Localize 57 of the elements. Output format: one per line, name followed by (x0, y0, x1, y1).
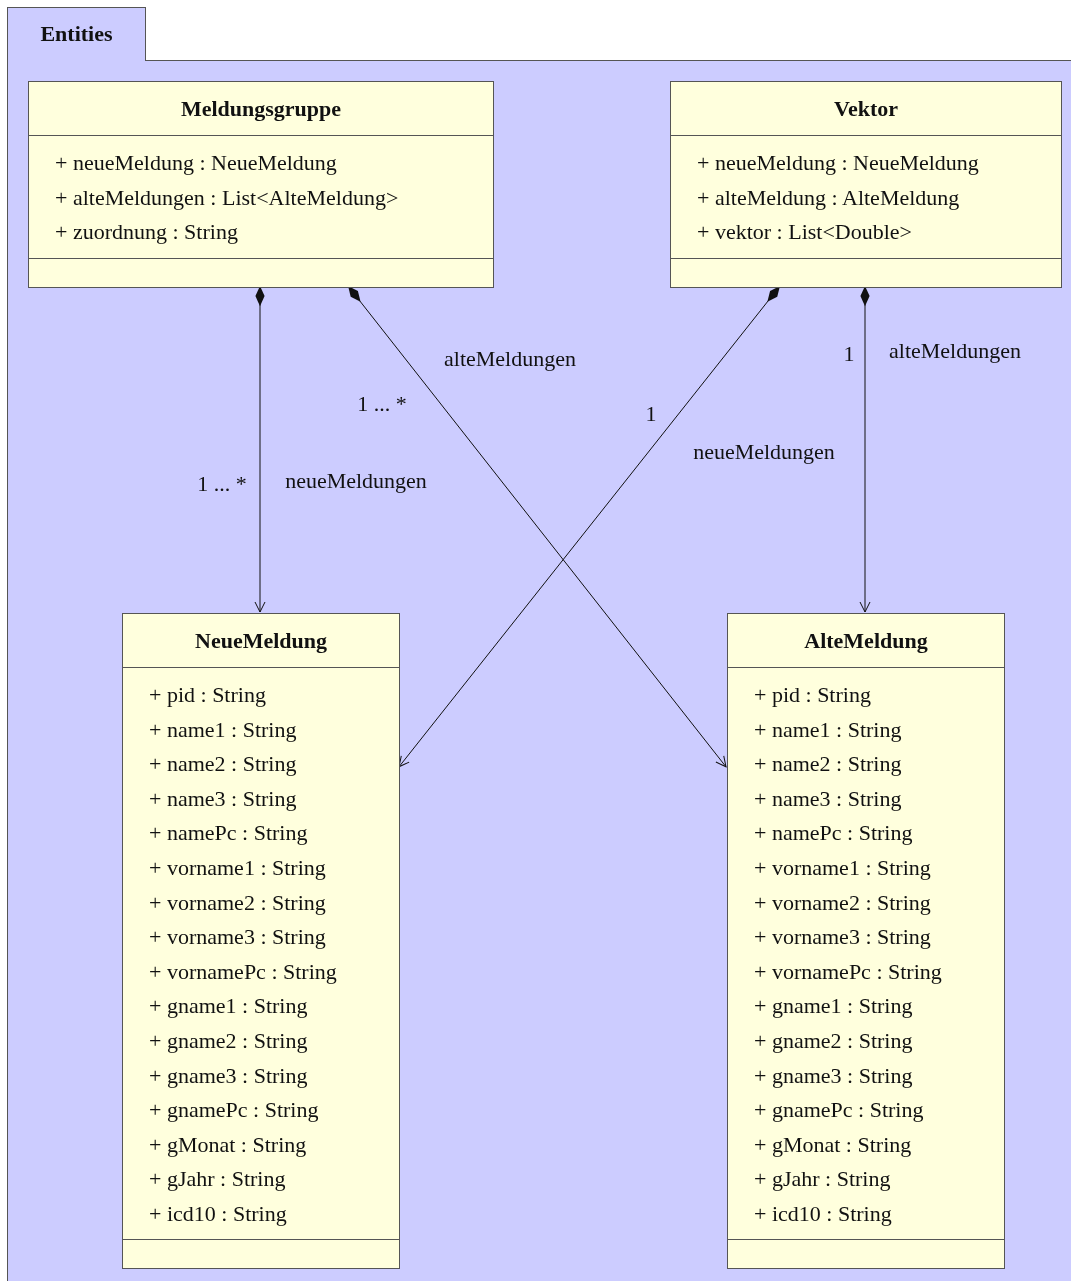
attribute-text: + name2 : String (754, 750, 903, 779)
attribute-text: + vorname3 : String (149, 923, 327, 952)
role-label: alteMeldungen (444, 346, 576, 372)
class-name: NeueMeldung (194, 627, 328, 655)
attribute-text: + name1 : String (149, 715, 298, 744)
attribute-text: + gMonat : String (754, 1130, 913, 1159)
attribute-text: + vektor : List<Double> (697, 218, 914, 247)
attribute-text: + gname3 : String (149, 1061, 309, 1090)
class-name: Vektor (833, 95, 899, 123)
attribute-text: + gMonat : String (149, 1130, 308, 1159)
attribute-text: + vornamePc : String (149, 957, 338, 986)
attribute-text: + namePc : String (754, 819, 914, 848)
class-box (28, 81, 494, 288)
attribute-text: + name1 : String (754, 715, 903, 744)
attribute-text: + vornamePc : String (754, 957, 943, 986)
attribute-text: + gJahr : String (754, 1165, 892, 1194)
attribute-text: + vorname2 : String (149, 888, 327, 917)
attribute-text: + gname2 : String (149, 1026, 309, 1055)
package-name: Entities (7, 7, 146, 61)
attribute-text: + gJahr : String (149, 1165, 287, 1194)
attribute-text: + alteMeldung : AlteMeldung (697, 183, 961, 212)
attribute-text: + icd10 : String (754, 1199, 893, 1228)
role-label: alteMeldungen (889, 338, 1021, 364)
attribute-text: + neueMeldung : NeueMeldung (697, 149, 980, 177)
class-name: AlteMeldung (803, 627, 929, 655)
attribute-text: + gnamePc : String (149, 1096, 320, 1125)
attribute-text: + gname1 : String (149, 992, 309, 1021)
class-name: Meldungsgruppe (179, 95, 343, 123)
role-label: neueMeldungen (285, 468, 427, 494)
composition-arrow (347, 285, 727, 768)
attribute-text: + gnamePc : String (754, 1096, 925, 1125)
attribute-text: + namePc : String (149, 819, 309, 848)
multiplicity-label: 1 ... * (197, 471, 247, 497)
attribute-text: + neueMeldung : NeueMeldung (55, 149, 338, 177)
attribute-text: + vorname1 : String (149, 853, 327, 882)
multiplicity-label: 1 (645, 401, 657, 427)
attribute-text: + gname1 : String (754, 992, 914, 1021)
multiplicity-label: 1 (843, 341, 855, 367)
composition-arrow (254, 285, 266, 613)
attribute-text: + alteMeldungen : List<AlteMeldung> (55, 183, 400, 212)
role-label: neueMeldungen (693, 439, 835, 465)
attribute-text: + icd10 : String (149, 1199, 288, 1228)
multiplicity-label: 1 ... * (357, 391, 407, 417)
class-box (670, 81, 1062, 288)
composition-arrow (398, 285, 781, 768)
attribute-text: + name3 : String (754, 784, 903, 813)
attribute-text: + vorname3 : String (754, 923, 932, 952)
attribute-text: + pid : String (149, 681, 267, 709)
attribute-text: + pid : String (754, 681, 872, 709)
attribute-text: + vorname2 : String (754, 888, 932, 917)
attribute-text: + vorname1 : String (754, 853, 932, 882)
attribute-text: + gname2 : String (754, 1026, 914, 1055)
attribute-text: + gname3 : String (754, 1061, 914, 1090)
attribute-text: + name3 : String (149, 784, 298, 813)
composition-arrow (859, 285, 871, 613)
attribute-text: + name2 : String (149, 750, 298, 779)
attribute-text: + zuordnung : String (55, 218, 239, 247)
